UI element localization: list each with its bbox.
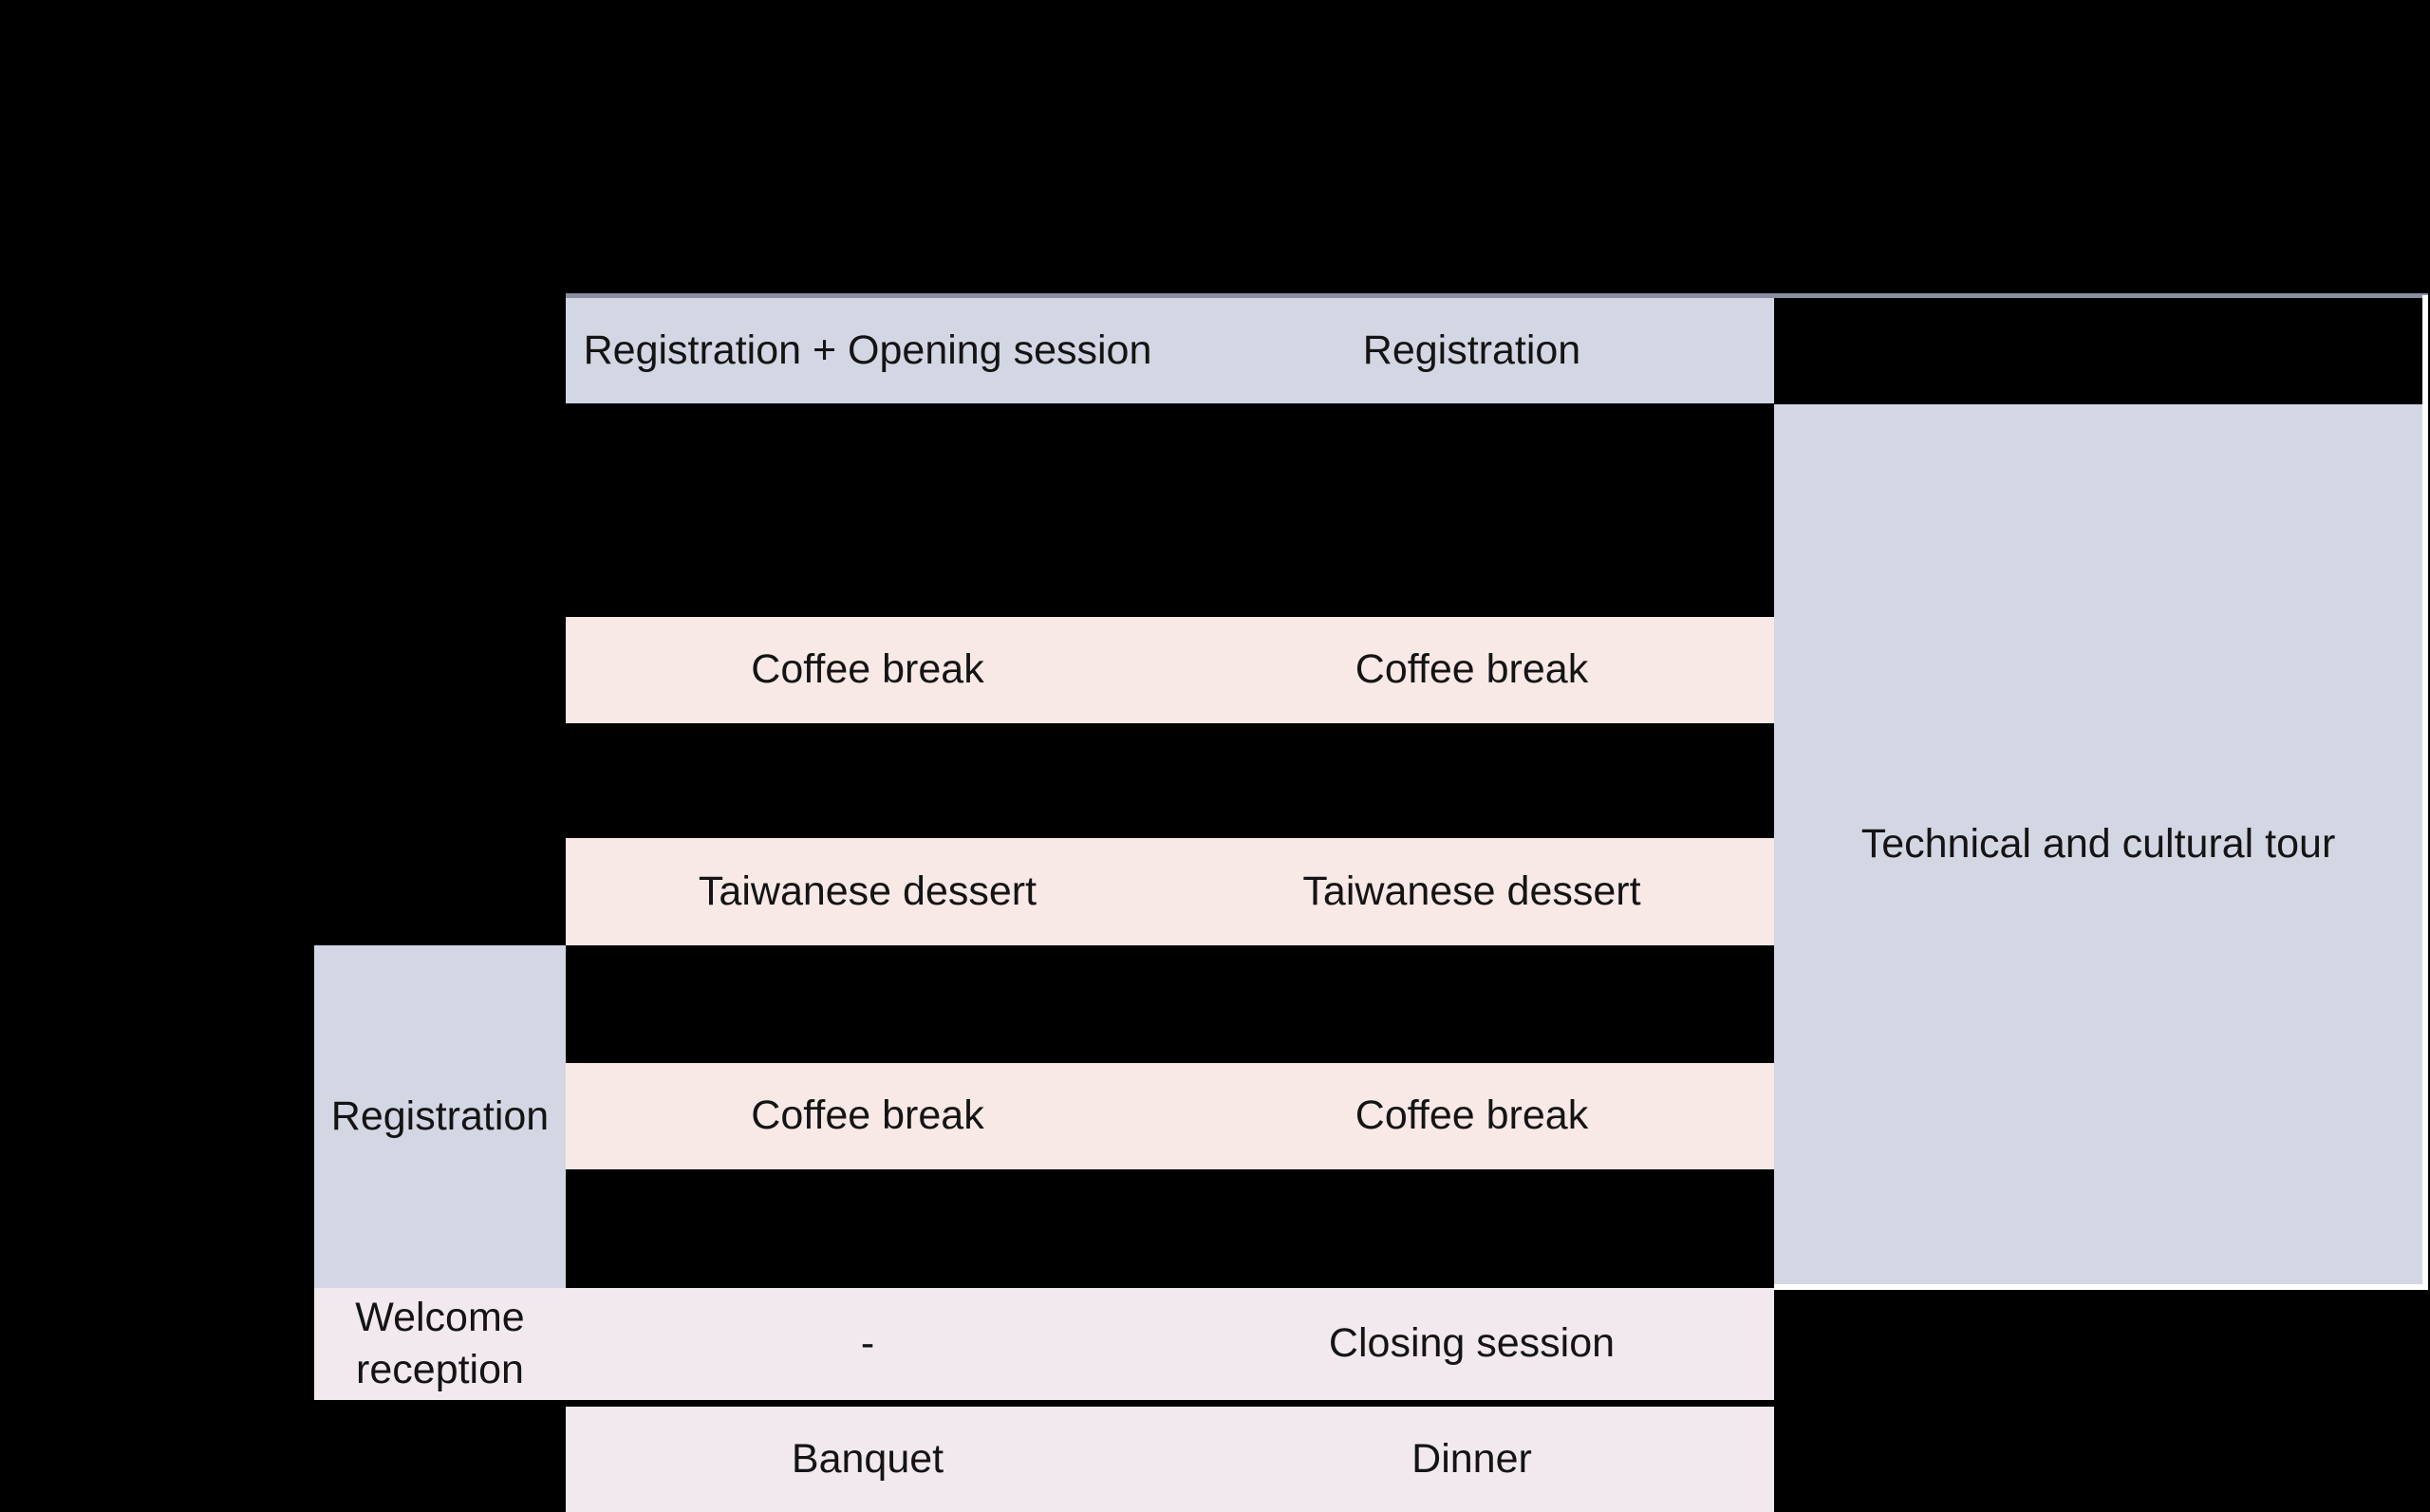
evening-dash-label: - bbox=[860, 1320, 875, 1367]
dessert-left-label: Taiwanese dessert bbox=[698, 868, 1037, 914]
welcome-reception-label: Welcome reception bbox=[355, 1294, 525, 1392]
dessert-right-label: Taiwanese dessert bbox=[1302, 868, 1641, 914]
tour-cell: Technical and cultural tour bbox=[1774, 404, 2422, 1284]
banquet-label: Banquet bbox=[791, 1435, 944, 1482]
dessert-right-cell: Taiwanese dessert bbox=[1169, 838, 1774, 945]
coffee-break-2-left-label: Coffee break bbox=[751, 1092, 984, 1139]
header-cell-opening-session-label: Registration + Opening session bbox=[583, 327, 1152, 373]
header-cell-registration-label: Registration bbox=[1362, 327, 1581, 373]
tour-label: Technical and cultural tour bbox=[1860, 820, 2336, 867]
dinner-cell: Dinner bbox=[1169, 1407, 1774, 1512]
tour-cell-bottom-border bbox=[1774, 1284, 2428, 1290]
coffee-break-1-left-label: Coffee break bbox=[751, 646, 984, 693]
coffee-break-1-right-cell: Coffee break bbox=[1169, 617, 1774, 723]
dessert-left-cell: Taiwanese dessert bbox=[566, 838, 1169, 945]
table-right-border bbox=[2422, 295, 2428, 1290]
coffee-break-1-right-label: Coffee break bbox=[1355, 646, 1589, 693]
header-cell-opening-session: Registration + Opening session bbox=[566, 298, 1169, 403]
banquet-cell: Banquet bbox=[566, 1407, 1169, 1512]
coffee-break-2-left-cell: Coffee break bbox=[566, 1063, 1169, 1169]
closing-session-label: Closing session bbox=[1328, 1320, 1616, 1367]
side-registration-cell: Registration bbox=[314, 945, 566, 1288]
coffee-break-2-right-label: Coffee break bbox=[1355, 1092, 1589, 1139]
coffee-break-1-left-cell: Coffee break bbox=[566, 617, 1169, 723]
dinner-label: Dinner bbox=[1411, 1435, 1532, 1482]
side-registration-label: Registration bbox=[330, 1092, 550, 1139]
coffee-break-2-right-cell: Coffee break bbox=[1169, 1063, 1774, 1169]
closing-session-cell: Closing session bbox=[1169, 1288, 1774, 1400]
welcome-reception-cell: Welcome reception bbox=[314, 1288, 566, 1400]
evening-dash-cell: - bbox=[566, 1288, 1169, 1400]
header-cell-registration: Registration bbox=[1169, 298, 1774, 403]
table-top-border bbox=[566, 293, 2428, 298]
